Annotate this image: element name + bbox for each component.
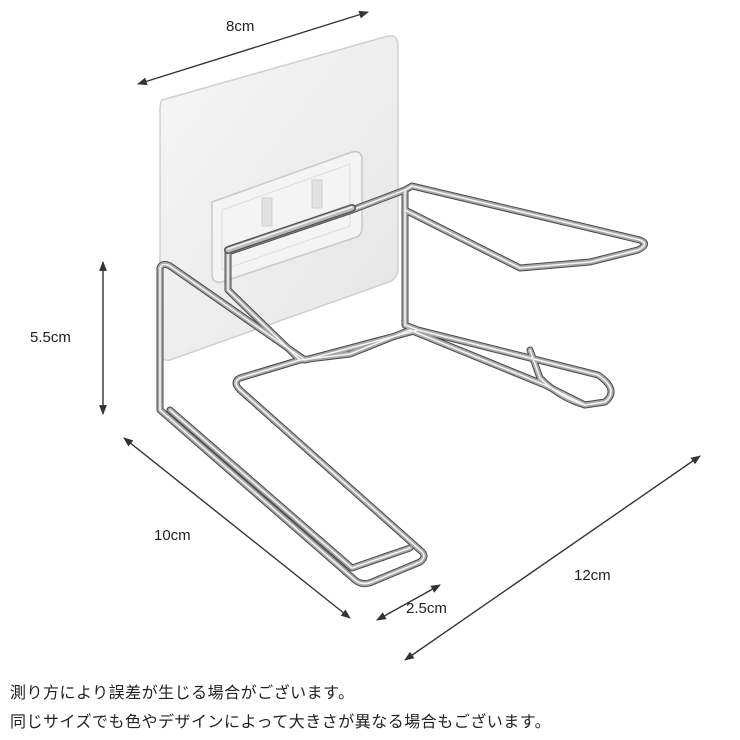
- dimension-label-height: 5.5cm: [30, 329, 71, 346]
- note-measurement-error: 測り方により誤差が生じる場合がございます。: [10, 683, 355, 702]
- dimension-label-bar-width: 2.5cm: [406, 600, 447, 617]
- dimension-label-depth: 10cm: [154, 527, 191, 544]
- dimension-label-top-width: 8cm: [226, 18, 255, 35]
- mounting-pin: [224, 204, 356, 254]
- dimension-label-length: 12cm: [574, 567, 611, 584]
- arrow-top-width: [137, 10, 369, 86]
- note-size-variation: 同じサイズでも色やデザインによって大きさが異なる場合もございます。: [10, 712, 552, 731]
- dimension-arrows: [99, 10, 701, 661]
- arrow-length: [404, 455, 701, 661]
- arrow-depth: [123, 437, 351, 619]
- adhesive-plate: [159, 34, 399, 362]
